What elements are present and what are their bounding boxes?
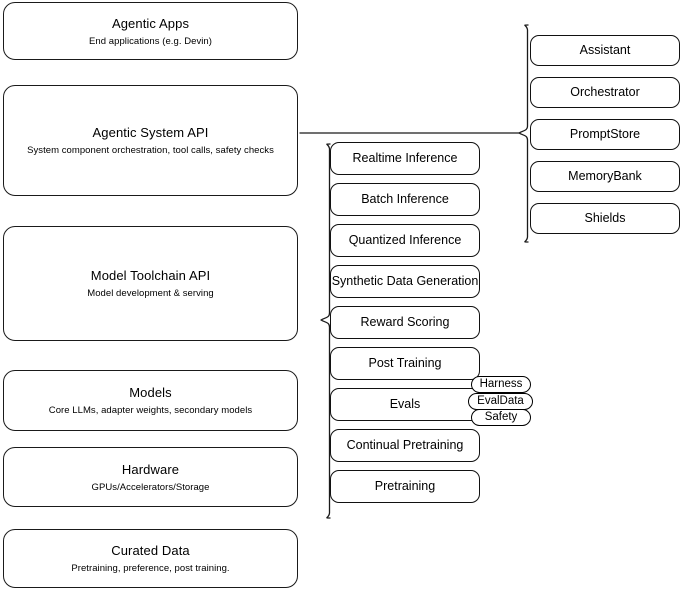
box-label: Realtime Inference [352,151,458,165]
box-label: Post Training [368,356,442,370]
eval-tag-evaldata[interactable]: EvalData [468,393,533,410]
box-label: Pretraining [374,479,436,493]
box-label: PromptStore [569,127,641,141]
toolchain-box-pretraining[interactable]: Pretraining [330,470,480,503]
box-label: Quantized Inference [348,233,462,247]
system-box-orchestrator[interactable]: Orchestrator [530,77,680,108]
layer-subtitle: Model development & serving [87,288,214,299]
tag-label: Safety [484,411,518,423]
toolchain-box-synthetic-data-generation[interactable]: Synthetic Data Generation [330,265,480,298]
layer-title: Hardware [121,461,180,477]
system-box-shields[interactable]: Shields [530,203,680,234]
layer-subtitle: System component orchestration, tool cal… [27,145,274,156]
layer-agentic-apps[interactable]: Agentic Apps End applications (e.g. Devi… [3,2,298,60]
toolchain-box-continual-pretraining[interactable]: Continual Pretraining [330,429,480,462]
system-box-assistant[interactable]: Assistant [530,35,680,66]
layer-subtitle: End applications (e.g. Devin) [89,35,212,47]
toolchain-box-quantized-inference[interactable]: Quantized Inference [330,224,480,257]
toolchain-box-reward-scoring[interactable]: Reward Scoring [330,306,480,339]
eval-tag-harness[interactable]: Harness [471,376,531,393]
tag-label: EvalData [477,395,524,407]
layer-subtitle: GPUs/Accelerators/Storage [91,481,210,493]
box-label: MemoryBank [568,169,642,183]
layer-title: Agentic Apps [111,15,190,31]
curly-brace-toolchain-capabilities [320,143,331,519]
system-box-memorybank[interactable]: MemoryBank [530,161,680,192]
box-label: Assistant [579,43,631,57]
box-label: Continual Pretraining [346,438,464,452]
layer-models[interactable]: Models Core LLMs, adapter weights, secon… [3,370,298,431]
box-label: Reward Scoring [360,315,450,329]
layer-curated-data[interactable]: Curated Data Pretraining, preference, po… [3,529,298,588]
box-label: Shields [584,211,626,225]
toolchain-box-evals[interactable]: Evals [330,388,480,421]
layer-subtitle: Core LLMs, adapter weights, secondary mo… [48,405,253,416]
layer-hardware[interactable]: Hardware GPUs/Accelerators/Storage [3,447,298,507]
layer-model-toolchain-api[interactable]: Model Toolchain API Model development & … [3,226,298,341]
box-label: Batch Inference [361,192,449,206]
layer-title: Models [129,385,172,400]
toolchain-box-realtime-inference[interactable]: Realtime Inference [330,142,480,175]
system-box-promptstore[interactable]: PromptStore [530,119,680,150]
box-label: Evals [389,397,421,411]
toolchain-box-post-training[interactable]: Post Training [330,347,480,380]
layer-title: Model Toolchain API [90,268,211,283]
layer-agentic-system-api[interactable]: Agentic System API System component orch… [3,85,298,196]
layer-title: Agentic System API [92,125,209,140]
box-label: Orchestrator [570,85,640,99]
curly-brace-system-components [518,24,529,243]
box-label: Synthetic Data Generation [331,274,479,288]
tag-label: Harness [479,378,523,390]
toolchain-box-batch-inference[interactable]: Batch Inference [330,183,480,216]
eval-tag-safety[interactable]: Safety [471,409,531,426]
layer-subtitle: Pretraining, preference, post training. [71,563,230,574]
layer-title: Curated Data [111,543,190,558]
